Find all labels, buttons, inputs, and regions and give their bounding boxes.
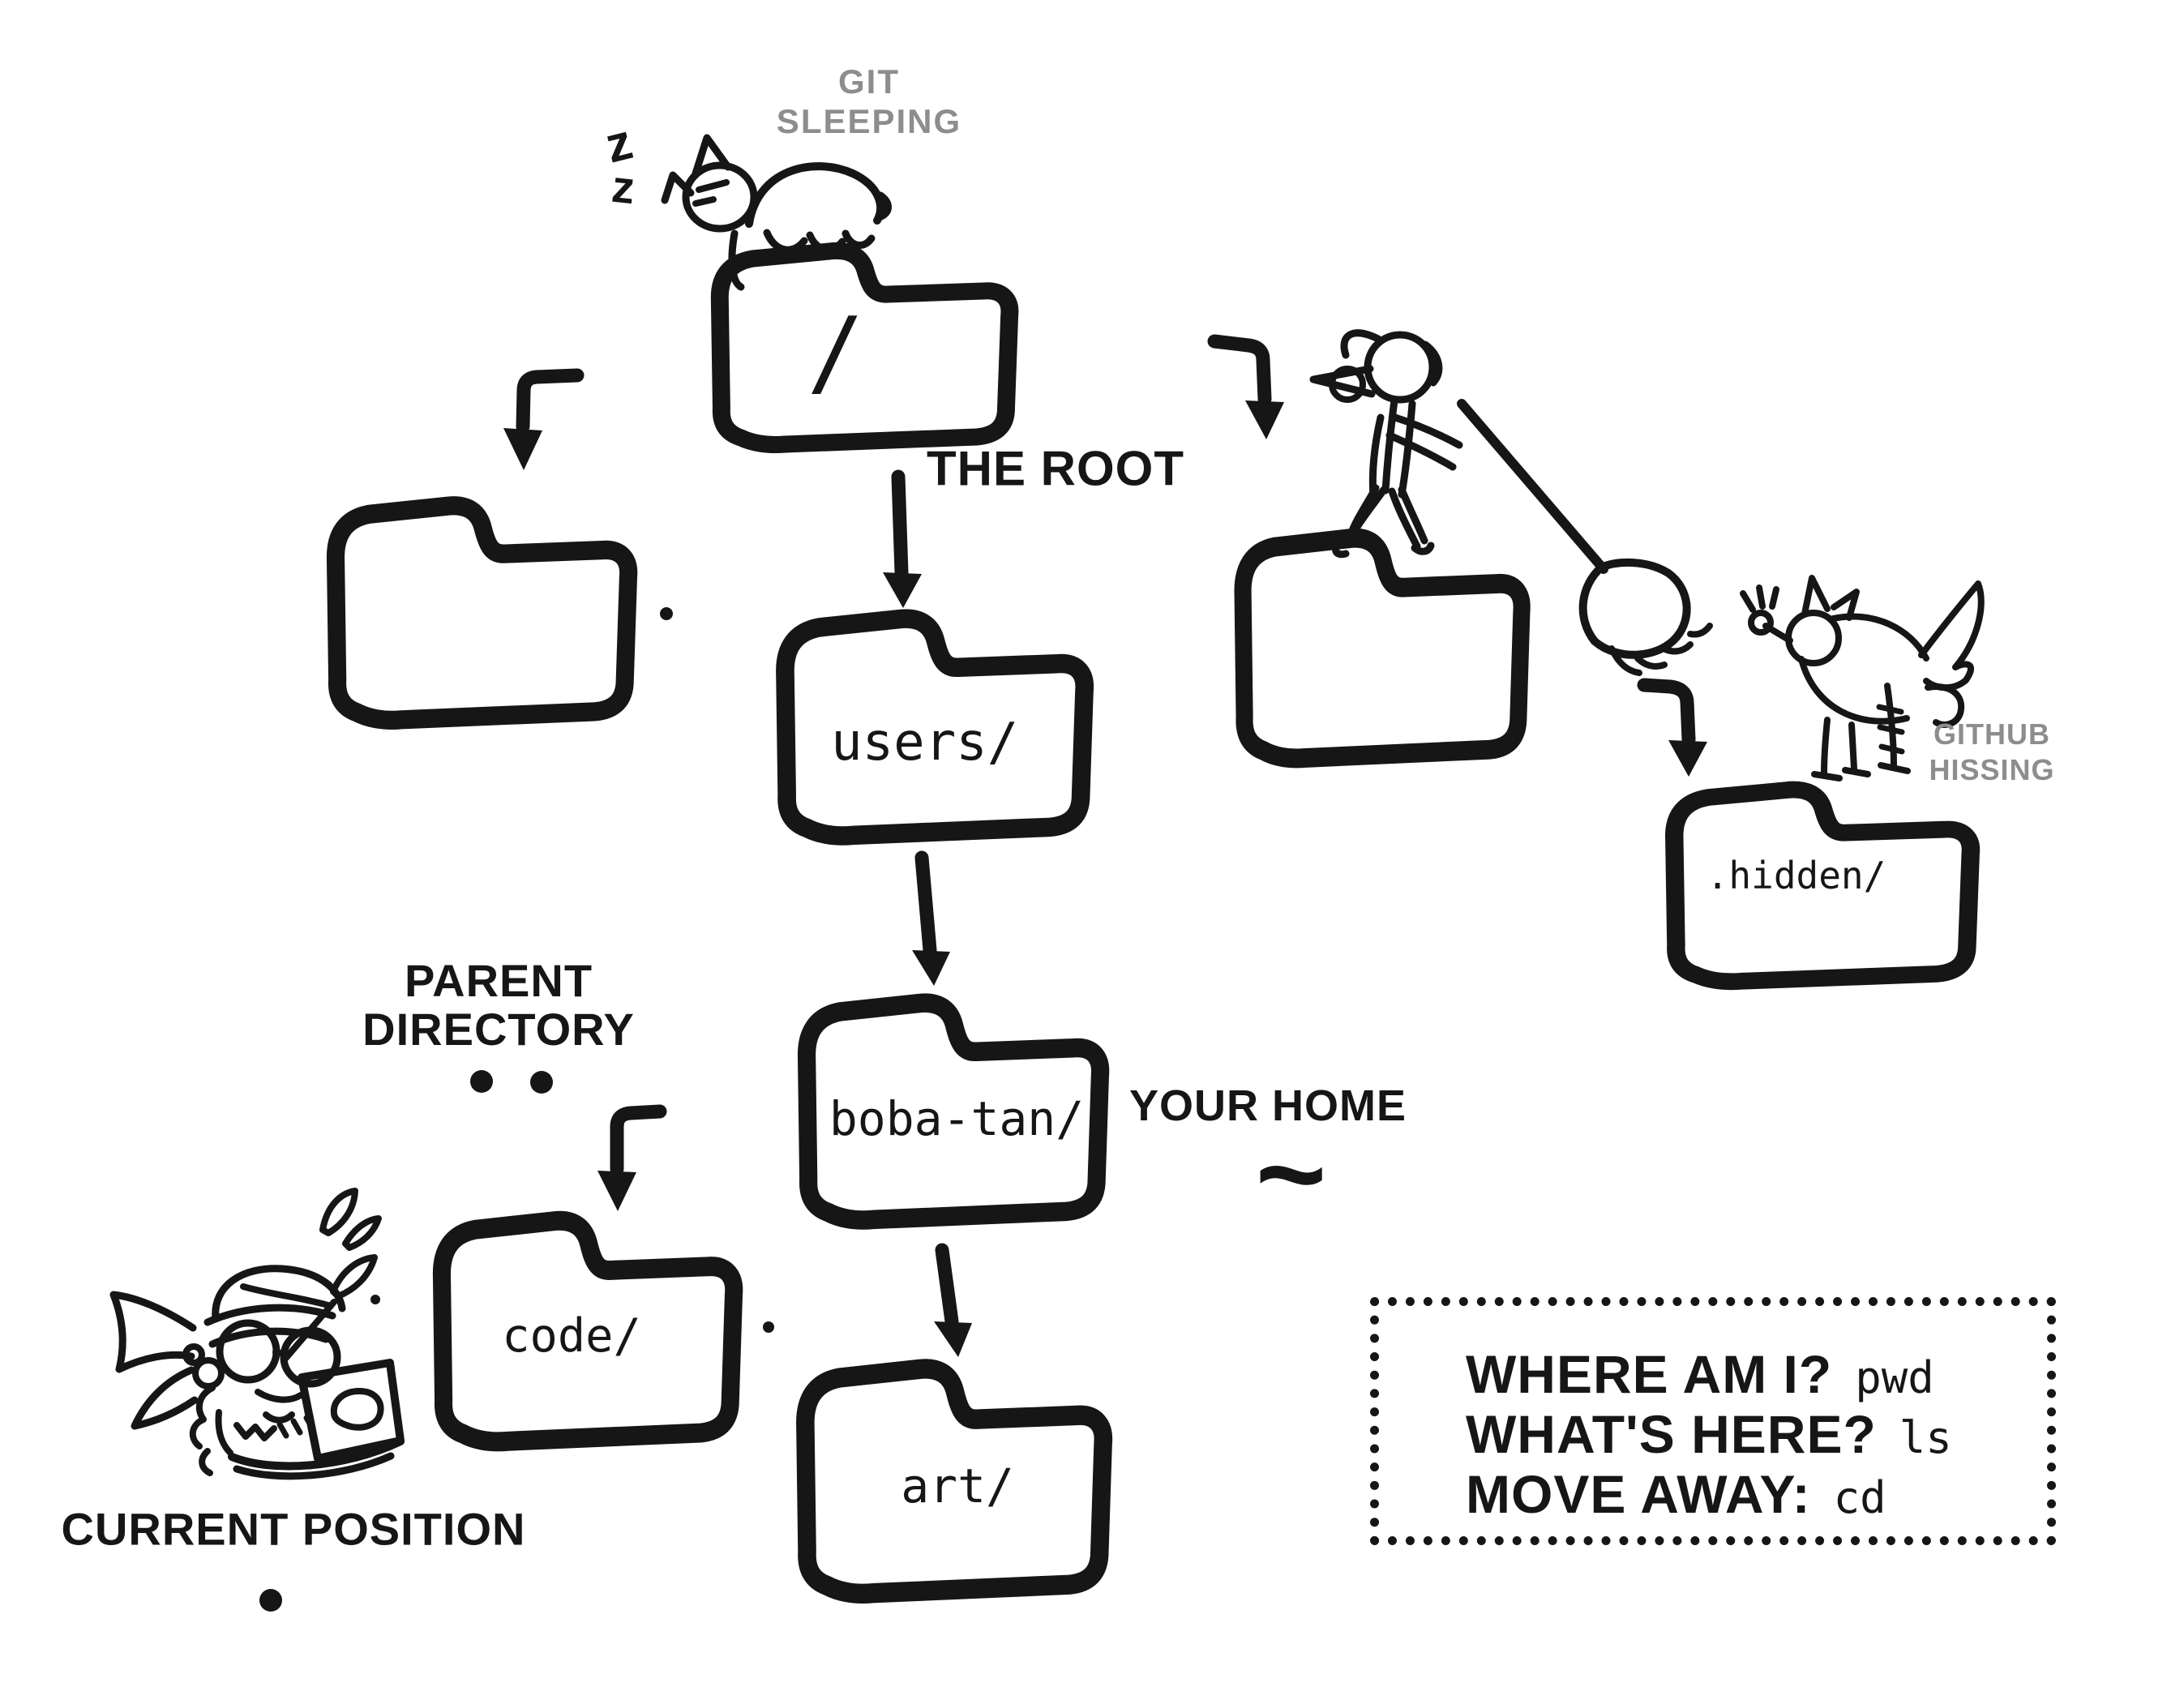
arrow-root-to-users: [883, 469, 922, 608]
boba-tan-character-drawing: [109, 1188, 405, 1480]
legend-row-ls: WHAT'S HERE? ls: [1466, 1403, 2047, 1464]
folder-art-label: art/: [901, 1458, 1014, 1514]
folder-art: art/: [789, 1339, 1120, 1621]
arrow-root-to-right-folder: [1207, 334, 1284, 439]
folder-home-label: boba-tan/: [829, 1091, 1085, 1147]
the-root-caption: THE ROOT: [927, 441, 1184, 496]
folder-hidden: .hidden/: [1658, 764, 1987, 1005]
github-hissing-caption: GITHUB HISSING: [1929, 717, 2054, 788]
folder-users: users/: [769, 590, 1101, 863]
arrow-to-hidden: [1637, 678, 1707, 777]
parent-directory-line2: DIRECTORY: [362, 1004, 635, 1055]
legend-command-cd: cd: [1833, 1472, 1886, 1523]
github-hissing-line2: HISSING: [1929, 753, 2055, 786]
sleep-z-2: z: [609, 160, 638, 214]
stray-dot-left: [660, 607, 673, 620]
folder-unnamed-right: [1227, 509, 1537, 786]
folder-code: code/: [426, 1192, 750, 1469]
legend-command-ls: ls: [1899, 1412, 1952, 1463]
folder-unnamed-left: [319, 477, 644, 747]
current-position-caption: CURRENT POSITION: [61, 1503, 526, 1555]
parent-directory-symbol: [470, 1070, 553, 1094]
legend-question-cd: MOVE AWAY:: [1466, 1464, 1811, 1524]
legend-command-pwd: pwd: [1855, 1352, 1934, 1403]
your-home-caption: YOUR HOME: [1128, 1081, 1407, 1130]
git-sleeping-caption: GIT SLEEPING: [777, 62, 961, 141]
home-tilde-symbol: ~: [1255, 1105, 1328, 1242]
parent-directory-line1: PARENT: [404, 955, 593, 1006]
folder-root-label: /: [807, 296, 865, 408]
github-hissing-line1: GITHUB: [1933, 717, 2050, 751]
folder-home: boba-tan/: [790, 974, 1116, 1247]
arrow-users-to-home: [912, 850, 950, 986]
folder-code-label: code/: [502, 1308, 641, 1363]
folder-users-label: users/: [831, 713, 1019, 773]
stray-dot-code: [763, 1321, 774, 1333]
folder-root: /: [704, 225, 1026, 469]
parent-directory-caption: PARENT DIRECTORY: [362, 957, 635, 1054]
git-sleeping-line2: SLEEPING: [776, 102, 962, 140]
legend-row-cd: MOVE AWAY: cd: [1466, 1463, 2047, 1524]
legend-question-pwd: WHERE AM I?: [1466, 1344, 1833, 1404]
current-position-symbol: [259, 1589, 282, 1612]
arrow-root-to-left-folder: [503, 368, 585, 470]
legend-row-pwd: WHERE AM I? pwd: [1466, 1343, 2047, 1404]
git-sleeping-line1: GIT: [837, 62, 900, 101]
command-legend: WHERE AM I? pwd WHAT'S HERE? ls MOVE AWA…: [1370, 1297, 2056, 1545]
legend-question-ls: WHAT'S HERE?: [1466, 1404, 1877, 1464]
folder-hidden-label: .hidden/: [1706, 853, 1886, 897]
